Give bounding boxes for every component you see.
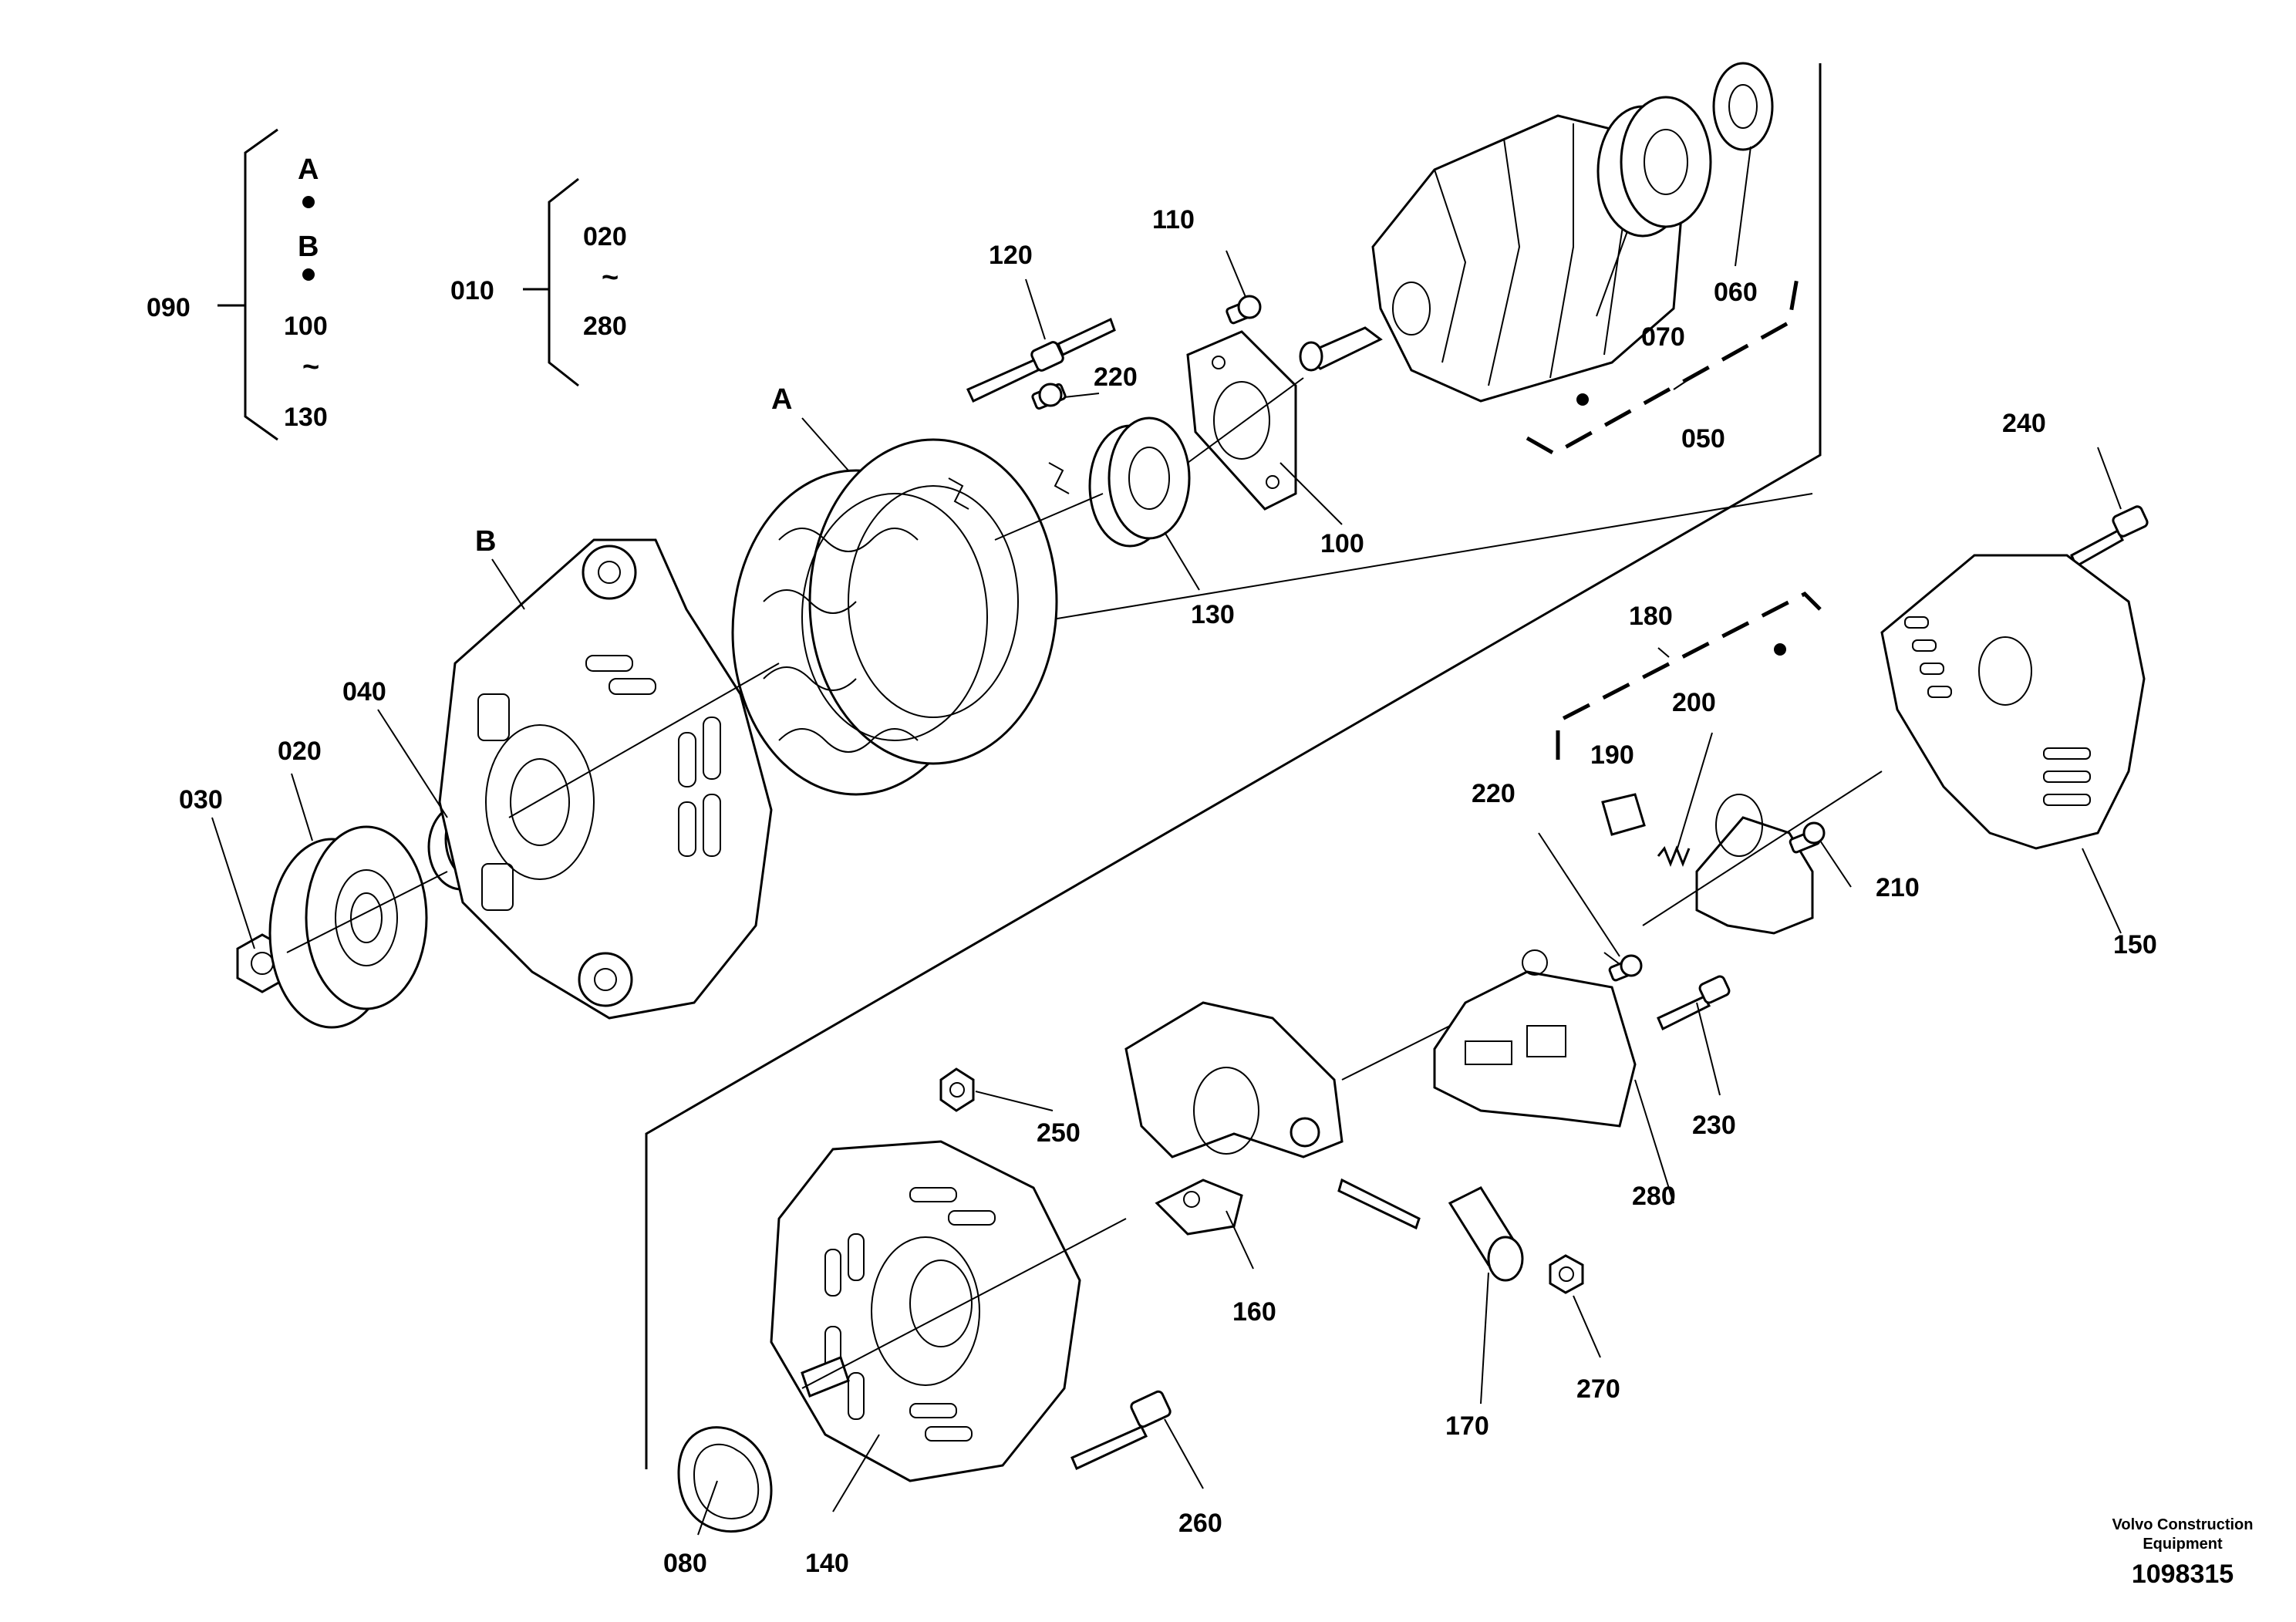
group-010-ref: 010 [450, 276, 494, 305]
leader-lines [211, 146, 2122, 1536]
part-070-bearing [1596, 96, 1712, 238]
callout-050: 050 [1681, 424, 1725, 454]
part-230-bolt [1657, 975, 1731, 1031]
group-090-dot-b [302, 268, 315, 281]
part-220-bolt-top [1031, 383, 1067, 410]
part-200-spring [1657, 845, 1691, 868]
group-090-tilde: ~ [302, 351, 319, 383]
callout-070: 070 [1641, 322, 1685, 352]
callout-210: 210 [1876, 873, 1920, 902]
part-260-bolt [1070, 1390, 1172, 1471]
axis-lines [286, 377, 1883, 1389]
callout-270: 270 [1576, 1374, 1620, 1404]
group-010-range-to: 280 [583, 312, 627, 341]
callout-230: 230 [1692, 1111, 1736, 1140]
part-060-washer [1712, 62, 1774, 151]
group-180-dashed-bracket [1556, 591, 1822, 760]
footer-brand-line2: Equipment [2143, 1536, 2223, 1553]
callout-160: 160 [1232, 1297, 1276, 1327]
callout-100: 100 [1320, 529, 1364, 558]
letter-a: A [771, 383, 792, 416]
callout-140: 140 [805, 1549, 849, 1578]
callout-200: 200 [1672, 688, 1716, 717]
callout-030: 030 [179, 785, 223, 814]
footer-drawing-number: 1098315 [2132, 1560, 2234, 1589]
callout-250: 250 [1037, 1118, 1081, 1148]
callout-260: 260 [1178, 1509, 1222, 1538]
group-050-dashed-bracket [1526, 277, 1799, 456]
part-drive-end-housing-b [438, 538, 773, 1020]
group-090-item-b: B [298, 231, 319, 263]
group-090-range-to: 130 [284, 403, 328, 432]
group-090-ref: 090 [147, 293, 190, 322]
part-100-retainer-plate [1186, 330, 1297, 511]
part-220-bolt-lower [1608, 954, 1643, 982]
part-250-nut [939, 1067, 975, 1112]
part-120-stud-bolt [966, 317, 1116, 403]
part-190-brush [1601, 793, 1646, 836]
callout-280: 280 [1632, 1182, 1676, 1211]
callout-060: 060 [1714, 278, 1758, 307]
callout-020: 020 [278, 737, 322, 766]
part-170-terminal-bolt [1337, 1178, 1524, 1282]
callout-120: 120 [989, 241, 1033, 270]
group-090-range-from: 100 [284, 312, 328, 341]
group-010-bracket: 010 020 ~ 280 [450, 177, 627, 387]
part-150-rear-cover [1880, 554, 2146, 850]
part-130-bearing [1088, 416, 1191, 548]
callout-240: 240 [2002, 409, 2046, 438]
part-240-bolt [2070, 505, 2149, 568]
callout-150: 150 [2113, 930, 2157, 959]
part-110-screw [1226, 295, 1262, 325]
footer-block: Volvo Construction Equipment 1098315 [2112, 1516, 2254, 1589]
group-180-dot [1774, 643, 1786, 656]
callout-220-top: 220 [1094, 363, 1138, 392]
group-010-tilde: ~ [602, 261, 619, 294]
callout-190: 190 [1590, 740, 1634, 770]
part-stator-a [731, 438, 1070, 796]
part-140-rear-housing [770, 1140, 1081, 1482]
callout-130: 130 [1191, 600, 1235, 629]
callout-110: 110 [1152, 205, 1195, 234]
part-210-screw [1789, 821, 1826, 854]
callout-080: 080 [663, 1549, 707, 1578]
part-270-nut [1549, 1254, 1584, 1294]
part-020-pulley [268, 825, 428, 1029]
letter-b: B [475, 525, 496, 558]
part-080-bush [677, 1426, 773, 1533]
group-090-bracket: 090 A B 100 ~ 130 [147, 128, 328, 441]
callout-180: 180 [1629, 602, 1673, 631]
group-010-range-from: 020 [583, 222, 627, 251]
footer-brand-line1: Volvo Construction [2112, 1516, 2254, 1533]
part-brush-holder [1695, 794, 1814, 935]
callout-170: 170 [1445, 1411, 1489, 1441]
callout-040: 040 [342, 677, 386, 706]
callout-labels: A B 020 030 040 050 060 070 080 100 110 … [179, 205, 2157, 1578]
part-160-rectifier [1124, 1001, 1344, 1236]
group-090-dot-a [302, 196, 315, 208]
part-280-regulator [1433, 949, 1637, 1128]
callout-220-lower: 220 [1472, 779, 1515, 808]
group-090-item-a: A [298, 153, 319, 186]
